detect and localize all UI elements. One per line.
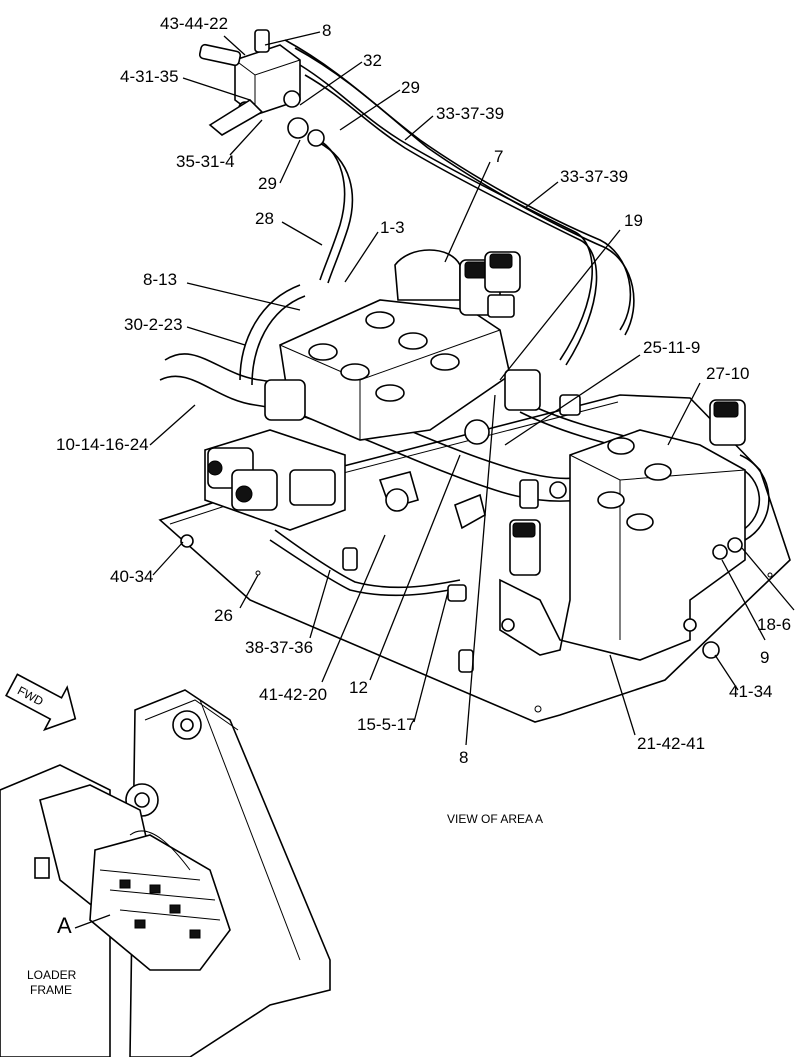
- loader-frame-label-line2: FRAME: [30, 983, 72, 997]
- forward-arrow-icon: FWD: [5, 673, 77, 732]
- callout-41-34: 41-34: [729, 682, 772, 701]
- loader-frame-inset: A LOADER FRAME: [0, 689, 331, 1058]
- callout-1-3: 1-3: [380, 218, 405, 237]
- callout-41-42-20: 41-42-20: [259, 685, 327, 704]
- callout-29-right: 29: [401, 78, 420, 97]
- callout-32: 32: [363, 51, 382, 70]
- callout-30-2-23: 30-2-23: [124, 315, 183, 334]
- plate-stud: [458, 649, 474, 673]
- area-a-label: A: [57, 913, 72, 938]
- callout-18-6: 18-6: [757, 615, 791, 634]
- callout-21-42-41: 21-42-41: [637, 734, 705, 753]
- callout-38-37-36: 38-37-36: [245, 638, 313, 657]
- callout-43-44-22: 43-44-22: [160, 14, 228, 33]
- main-control-valve: [279, 249, 521, 441]
- callout-26: 26: [214, 606, 233, 625]
- callout-8-bottom: 8: [459, 748, 468, 767]
- callout-40-34: 40-34: [110, 567, 153, 586]
- callout-33-37-39-a: 33-37-39: [436, 104, 504, 123]
- callout-8-13: 8-13: [143, 270, 177, 289]
- solenoid-stack-left: [204, 379, 490, 602]
- fitting-12: [464, 419, 490, 445]
- leader-lines: [149, 31, 795, 746]
- callout-10-14-16-24: 10-14-16-24: [56, 435, 149, 454]
- auxiliary-valve-bank: [499, 369, 746, 661]
- hydraulic-lines: [159, 39, 770, 597]
- solenoid-valve-upper: [198, 29, 325, 147]
- callout-29-left: 29: [258, 174, 277, 193]
- plate-bolt-left: [180, 534, 194, 548]
- callout-27-10: 27-10: [706, 364, 749, 383]
- callout-28: 28: [255, 209, 274, 228]
- callout-33-37-39-b: 33-37-39: [560, 167, 628, 186]
- plate-bolt-right: [702, 641, 720, 659]
- callout-labels: 43-44-22 8 4-31-35 32 29 33-37-39 35-31-…: [56, 14, 791, 767]
- callout-4-31-35: 4-31-35: [120, 67, 179, 86]
- view-of-area-label: VIEW OF AREA A: [447, 812, 543, 826]
- callout-35-31-4: 35-31-4: [176, 152, 235, 171]
- callout-12: 12: [349, 678, 368, 697]
- callout-25-11-9: 25-11-9: [643, 338, 700, 357]
- callout-19: 19: [624, 211, 643, 230]
- callout-7: 7: [494, 147, 503, 166]
- callout-15-5-17: 15-5-17: [357, 715, 416, 734]
- loader-frame-label-line1: LOADER: [27, 968, 77, 982]
- callout-9: 9: [760, 648, 769, 667]
- callout-8-top: 8: [322, 21, 331, 40]
